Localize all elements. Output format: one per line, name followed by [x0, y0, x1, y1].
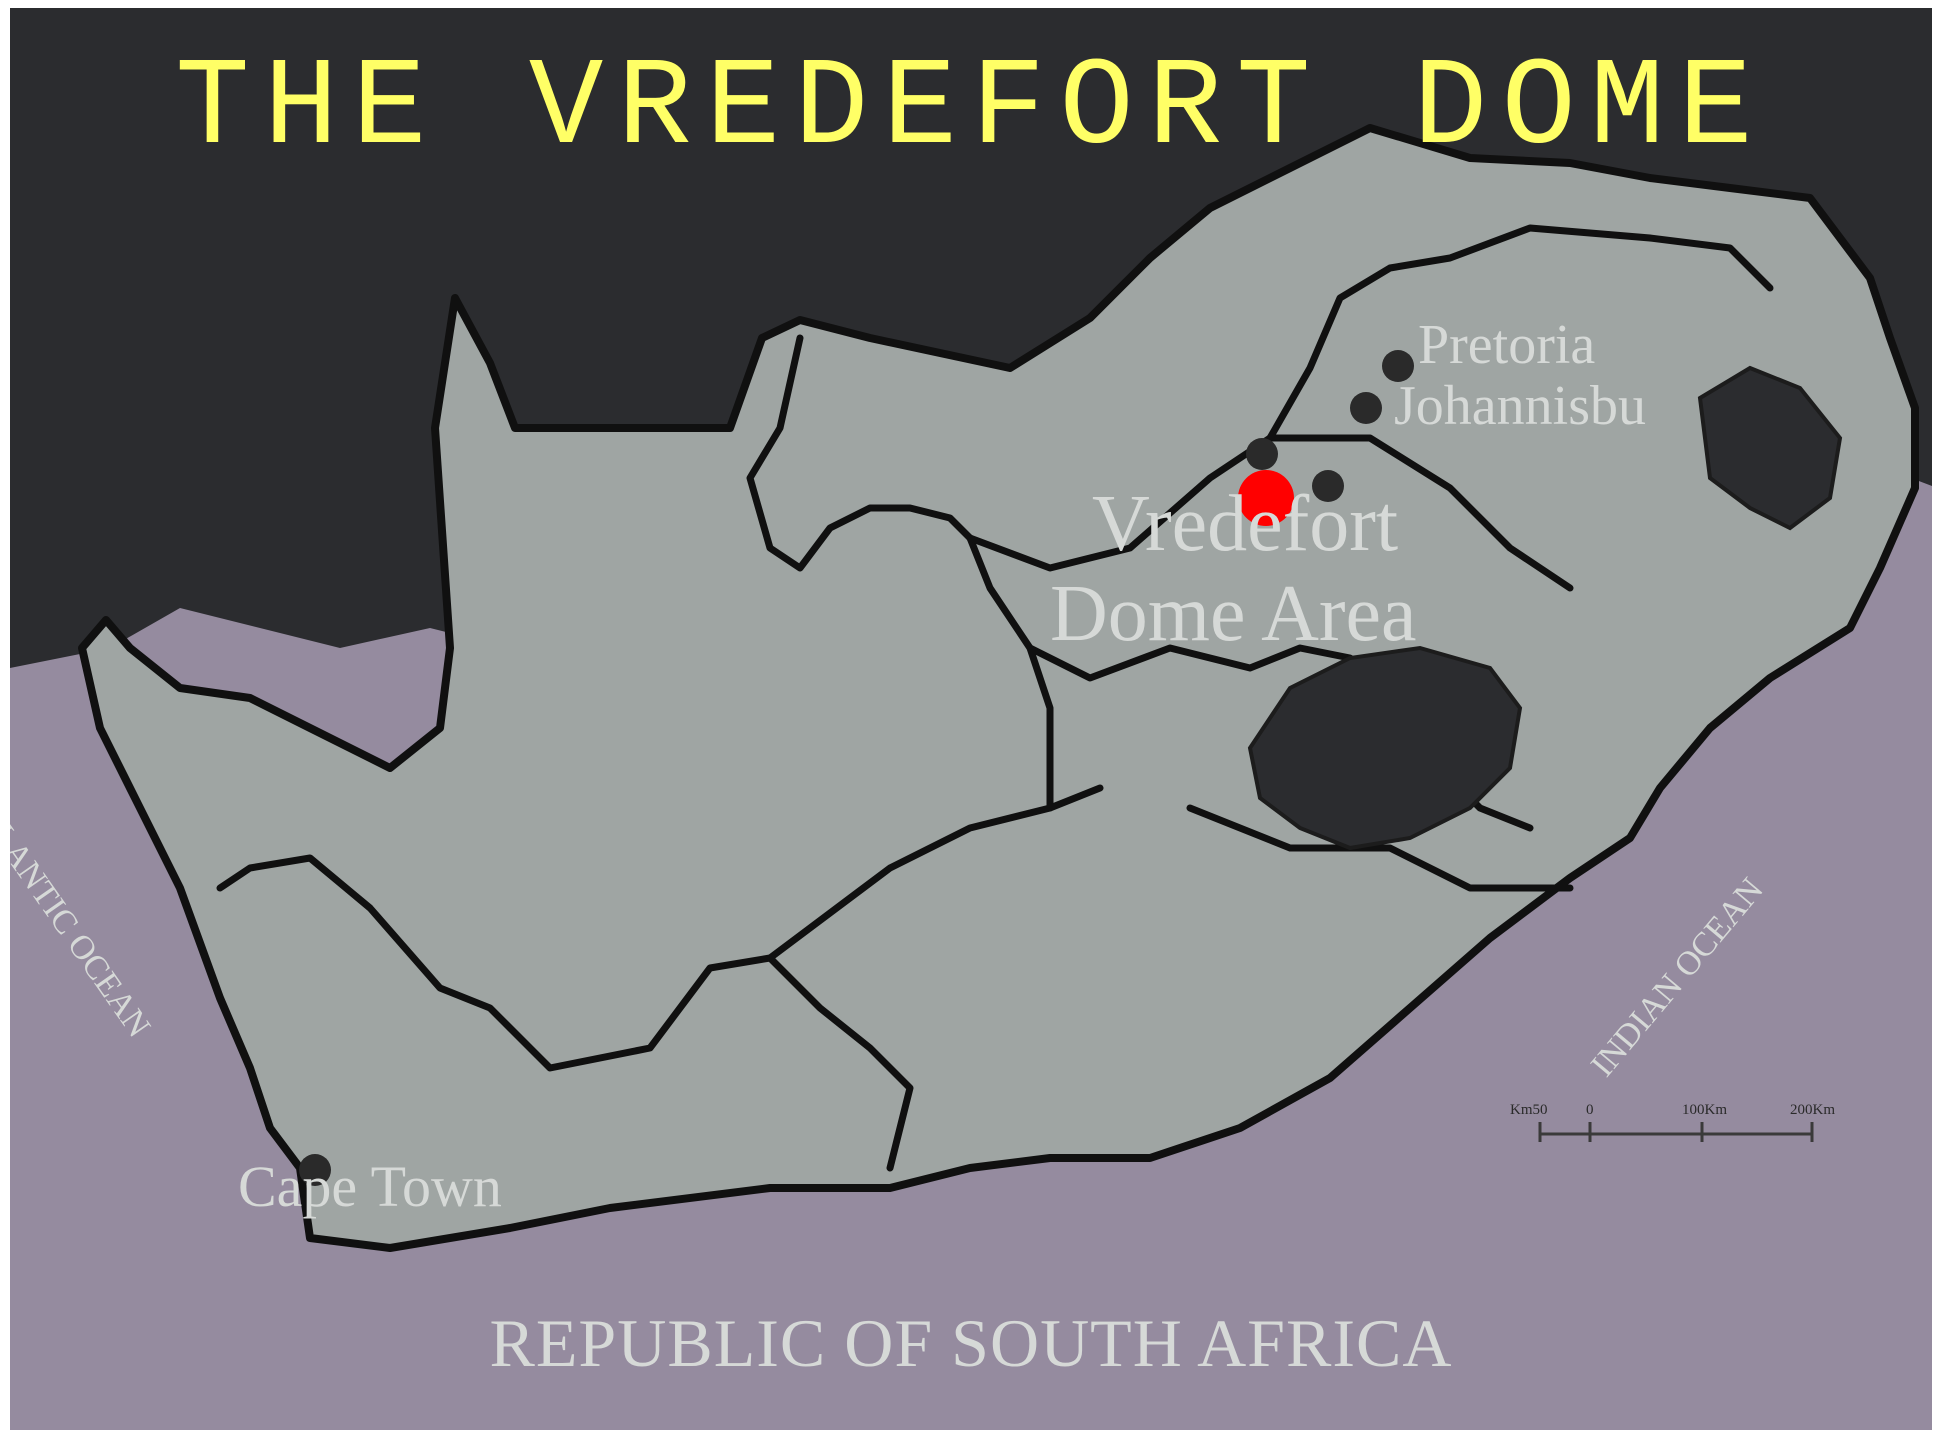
country-label: REPUBLIC OF SOUTH AFRICA	[489, 1305, 1453, 1381]
map-title: THE VREDEFORT DOME	[175, 40, 1767, 180]
town-dot	[1312, 470, 1344, 502]
johannesburg-label: Johannisbu	[1394, 375, 1646, 437]
town-dot	[1246, 438, 1278, 470]
south-africa-map	[10, 8, 1932, 1430]
vredefort-dome-marker	[1238, 470, 1294, 526]
cape-town-dot	[299, 1154, 331, 1186]
johannesburg-dot	[1350, 392, 1382, 424]
scale-tick-label: 0	[1586, 1102, 1594, 1118]
cape-town-label: Cape Town	[238, 1154, 502, 1219]
vredefort-label-line1: Vredefort	[1092, 480, 1399, 568]
pretoria-label: Pretoria	[1418, 314, 1596, 376]
lesotho	[1247, 645, 1523, 851]
pretoria-dot	[1382, 350, 1414, 382]
vredefort-label-line2: Dome Area	[1050, 570, 1417, 658]
map-frame: THE VREDEFORT DOME Pretoria Johannisbu V…	[10, 8, 1932, 1430]
scale-tick-label: 200Km	[1790, 1102, 1835, 1118]
scale-tick-label: 100Km	[1682, 1102, 1727, 1118]
scale-bar	[1538, 1122, 1814, 1142]
swaziland	[1697, 365, 1843, 531]
scale-tick-label: Km50	[1510, 1102, 1548, 1118]
south-africa-land	[78, 124, 1919, 1252]
